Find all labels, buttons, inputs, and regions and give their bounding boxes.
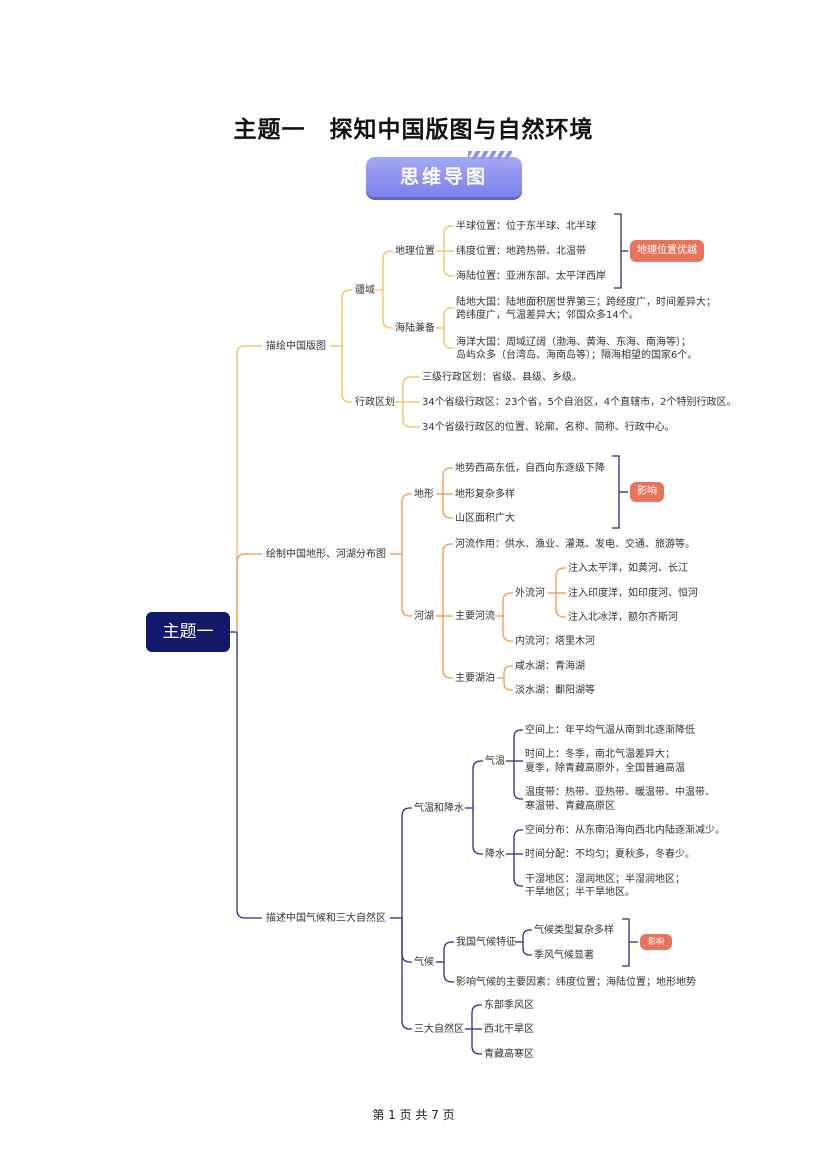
branch-terrain-rivers: 绘制中国地形、河湖分布图: [266, 549, 386, 560]
leaf-latitude: 纬度位置：地跨热带、北温带: [456, 246, 586, 257]
node-temp-precip: 气温和降水: [414, 803, 464, 814]
leaf-temp-zones-2: 寒温带、青藏高原区: [525, 801, 615, 812]
tag-influence: 影响: [630, 482, 664, 502]
badge-stripes: [468, 151, 512, 159]
leaf-land-power-1: 陆地大国：陆地面积居世界第三；跨经度广，时间差异大；: [456, 297, 716, 308]
leaf-dry-wet-2: 干旱地区；半干旱地区。: [525, 887, 635, 898]
leaf-hemisphere: 半球位置：位于东半球、北半球: [456, 221, 596, 232]
leaf-saltwater-lake: 咸水湖：青海湖: [515, 661, 585, 672]
page-title: 主题一 探知中国版图与自然环境: [233, 117, 594, 143]
node-precipitation: 降水: [485, 849, 505, 860]
leaf-precip-space: 空间分布：从东南沿海向西北内陆逐渐减少。: [525, 825, 725, 836]
node-geo-location: 地理位置: [395, 246, 435, 257]
leaf-terrain-slope: 地势西高东低，自西向东逐级下降: [455, 463, 605, 474]
leaf-monsoon: 季风气候显著: [534, 950, 594, 961]
leaf-dry-wet-1: 干湿地区：湿润地区；半湿润地区；: [525, 874, 685, 885]
node-natural-regions: 三大自然区: [414, 1024, 464, 1035]
leaf-indian: 注入印度洋，如印度河、恒河: [568, 588, 698, 599]
node-admin-division: 行政区划: [355, 397, 395, 408]
branch-climate: 描述中国气候和三大自然区: [266, 913, 386, 924]
leaf-provinces: 34个省级行政区：23个省，5个自治区，4个直辖市，2个特别行政区。: [422, 397, 737, 408]
leaf-east-monsoon: 东部季风区: [484, 1000, 534, 1011]
leaf-pacific: 注入太平洋，如黄河、长江: [568, 563, 688, 574]
node-rivers-lakes: 河湖: [414, 611, 434, 622]
node-main-rivers: 主要河流: [455, 611, 495, 622]
leaf-ocean-power-2: 岛屿众多（台湾岛、海南岛等）；隔海相望的国家6个。: [456, 350, 698, 361]
leaf-tibet-alpine: 青藏高寒区: [484, 1049, 534, 1060]
node-climate-features: 我国气候特征: [456, 937, 516, 948]
node-main-lakes: 主要湖泊: [455, 673, 495, 684]
node-territory: 疆域: [355, 285, 375, 296]
leaf-temp-space: 空间上：年平均气温从南到北逐渐降低: [525, 725, 695, 736]
node-terrain: 地形: [414, 489, 434, 500]
leaf-arctic: 注入北冰洋，额尔齐斯河: [568, 612, 678, 623]
badge-label: 思维导图: [399, 166, 488, 188]
leaf-land-power-2: 跨纬度广，气温差异大；邻国众多14个。: [456, 310, 639, 321]
tag-influence-climate: 影响: [640, 934, 672, 950]
tag-location-advantage: 地理位置优越: [630, 240, 704, 262]
node-climate: 气候: [414, 957, 434, 968]
node-land-sea: 海陆兼备: [395, 323, 435, 334]
leaf-temp-zones-1: 温度带：热带、亚热带、暖温带、中温带、: [525, 787, 715, 798]
leaf-sea-land: 海陆位置：亚洲东部、太平洋西岸: [456, 271, 606, 282]
leaf-northwest-arid: 西北干旱区: [484, 1024, 534, 1035]
leaf-temp-time-2: 夏季，除青藏高原外，全国普遍高温: [525, 763, 685, 774]
node-temperature: 气温: [485, 756, 505, 767]
page-footer: 第 1 页 共 7 页: [372, 1108, 455, 1122]
leaf-province-features: 34个省级行政区的位置、轮廓、名称、简称、行政中心。: [422, 422, 675, 433]
branch-map-outline: 描绘中国版图: [266, 341, 326, 352]
leaf-freshwater-lake: 淡水湖：鄱阳湖等: [515, 685, 595, 696]
leaf-climate-factors: 影响气候的主要因素：纬度位置；海陆位置；地形地势: [456, 977, 696, 988]
mindmap-badge: 思维导图: [366, 151, 522, 197]
leaf-temp-time-1: 时间上：冬季，南北气温差异大；: [525, 749, 675, 760]
leaf-three-levels: 三级行政区划：省级、县级、乡级。: [422, 372, 582, 383]
node-exorheic: 外流河: [515, 588, 545, 599]
leaf-precip-time: 时间分配：不均匀；夏秋多，冬春少。: [525, 849, 695, 860]
root-node: 主题一: [146, 612, 230, 652]
leaf-river-use: 河流作用：供水、渔业、灌溉、发电、交通、旅游等。: [455, 539, 695, 550]
leaf-mountain-area: 山区面积广大: [455, 513, 515, 524]
leaf-climate-diverse: 气候类型复杂多样: [534, 925, 614, 936]
leaf-endorheic: 内流河：塔里木河: [515, 636, 595, 647]
leaf-ocean-power-1: 海洋大国：周域辽阔（渤海、黄海、东海、南海等）；: [456, 337, 691, 348]
leaf-terrain-diverse: 地形复杂多样: [455, 489, 515, 500]
